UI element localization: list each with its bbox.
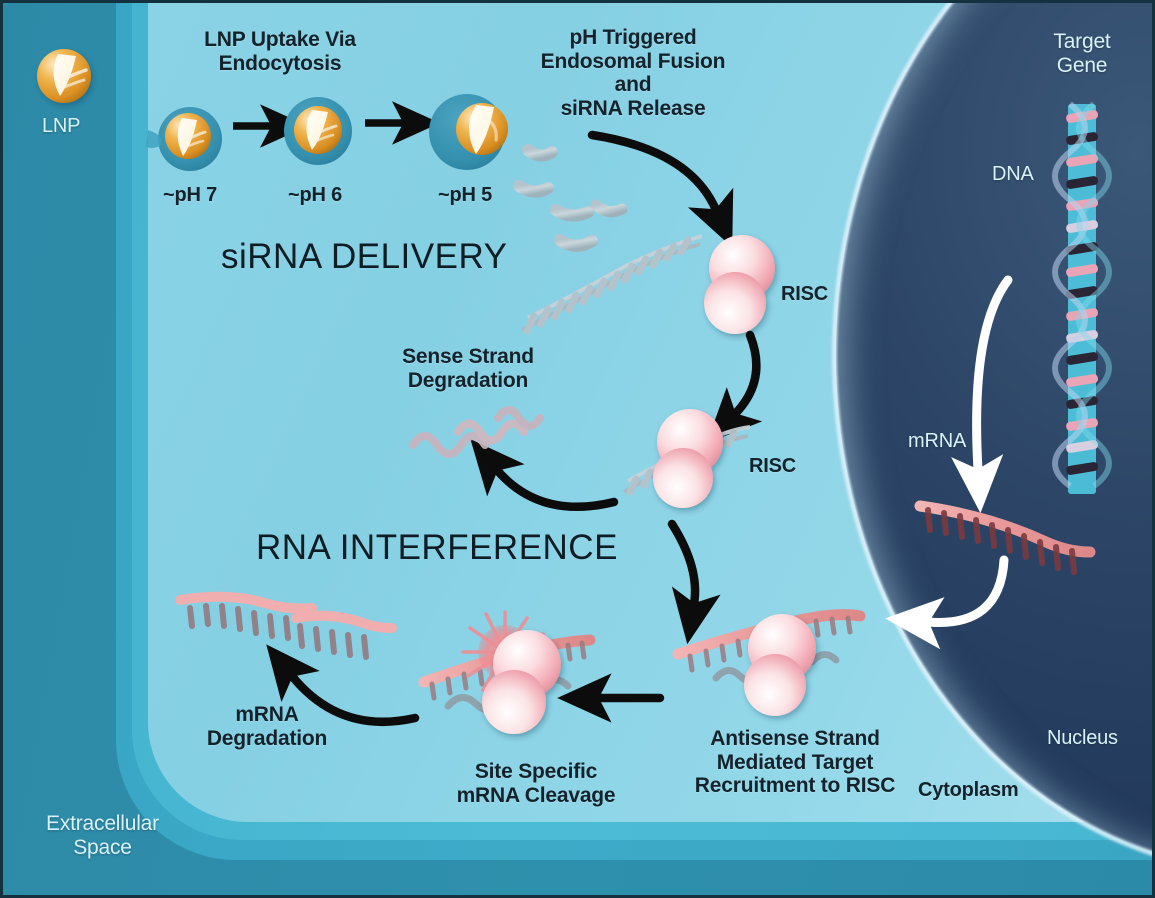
label-risc-mid: RISC bbox=[749, 455, 796, 477]
label-nucleus: Nucleus bbox=[1047, 727, 1118, 749]
label-target-gene: Target Gene bbox=[1053, 30, 1111, 77]
label-mrna-degradation: mRNA Degradation bbox=[206, 703, 328, 750]
label-cytoplasm: Cytoplasm bbox=[918, 779, 1019, 801]
label-dna: DNA bbox=[992, 163, 1034, 185]
label-lnp-uptake: LNP Uptake Via Endocytosis bbox=[204, 28, 356, 75]
label-lnp: LNP bbox=[42, 115, 81, 137]
label-ph5: ~pH 5 bbox=[438, 184, 493, 206]
label-antisense-recruitment: Antisense Strand Mediated Target Recruit… bbox=[694, 727, 896, 798]
label-ph7: ~pH 7 bbox=[163, 184, 218, 206]
label-mrna: mRNA bbox=[908, 430, 967, 452]
title-rna-interference: RNA INTERFERENCE bbox=[256, 528, 618, 567]
label-ph6: ~pH 6 bbox=[288, 184, 343, 206]
label-sense-strand-degradation: Sense Strand Degradation bbox=[402, 345, 534, 392]
label-site-specific-cleavage: Site Specific mRNA Cleavage bbox=[456, 760, 616, 807]
label-ph-triggered-fusion: pH Triggered Endosomal Fusion and siRNA … bbox=[540, 26, 726, 120]
label-extracellular-space: Extracellular Space bbox=[46, 812, 159, 859]
title-sirna-delivery: siRNA DELIVERY bbox=[221, 237, 508, 276]
label-risc-top: RISC bbox=[781, 283, 828, 305]
